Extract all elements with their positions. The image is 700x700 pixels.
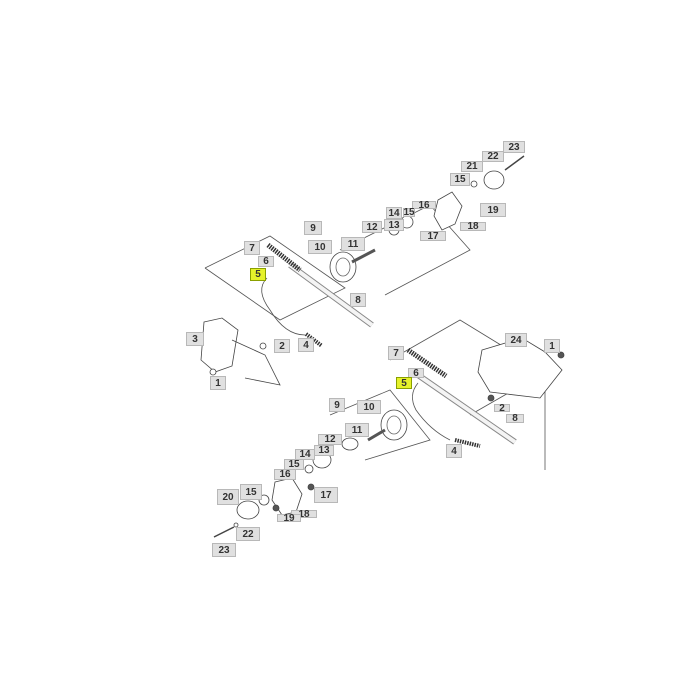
part-callout-16[interactable]: 16: [412, 200, 436, 211]
part-callout-12[interactable]: 12: [362, 221, 382, 233]
part-callout-22[interactable]: 22: [482, 151, 504, 162]
part-callout-6[interactable]: 6: [408, 368, 424, 379]
part-callout-7[interactable]: 7: [244, 241, 260, 255]
part-callout-4[interactable]: 4: [446, 444, 462, 458]
part-callout-17[interactable]: 17: [420, 231, 446, 242]
part-callout-1[interactable]: 1: [544, 339, 560, 353]
part-callout-8[interactable]: 8: [350, 293, 366, 307]
part-callout-15[interactable]: 15: [240, 484, 262, 500]
part-callout-4[interactable]: 4: [298, 338, 314, 352]
part-callout-24[interactable]: 24: [505, 333, 527, 347]
part-callout-23[interactable]: 23: [212, 543, 236, 557]
part-callout-11[interactable]: 11: [345, 423, 369, 437]
part-callout-13[interactable]: 13: [314, 445, 334, 456]
upper-assembly: [200, 155, 525, 386]
part-callout-12[interactable]: 12: [318, 434, 342, 445]
part-callout-18[interactable]: 18: [460, 221, 486, 232]
part-callout-3[interactable]: 3: [186, 332, 204, 346]
part-callout-17[interactable]: 17: [314, 487, 338, 503]
part-callout-13[interactable]: 13: [384, 219, 404, 231]
part-callout-23[interactable]: 23: [503, 141, 525, 153]
part-callout-9[interactable]: 9: [304, 221, 322, 235]
part-callout-10[interactable]: 10: [357, 400, 381, 414]
lower-assembly: [213, 319, 565, 538]
part-callout-11[interactable]: 11: [341, 237, 365, 251]
part-callout-14[interactable]: 14: [295, 449, 315, 460]
part-callout-7[interactable]: 7: [388, 346, 404, 360]
part-callout-2[interactable]: 2: [494, 403, 510, 414]
part-callout-5[interactable]: 5: [250, 268, 266, 281]
part-callout-5[interactable]: 5: [396, 377, 412, 389]
part-callout-22[interactable]: 22: [236, 527, 260, 541]
part-callout-14[interactable]: 14: [386, 207, 402, 219]
part-callout-6[interactable]: 6: [258, 256, 274, 267]
part-callout-8[interactable]: 8: [506, 413, 524, 424]
part-callout-21[interactable]: 21: [461, 161, 483, 172]
part-callout-19[interactable]: 19: [277, 513, 301, 524]
part-callout-20[interactable]: 20: [217, 489, 239, 505]
part-callout-15[interactable]: 15: [450, 173, 470, 186]
part-callout-16[interactable]: 16: [274, 469, 296, 480]
part-callout-10[interactable]: 10: [308, 240, 332, 254]
part-callout-9[interactable]: 9: [329, 398, 345, 412]
part-callout-1[interactable]: 1: [210, 376, 226, 390]
part-callout-19[interactable]: 19: [480, 203, 506, 217]
part-callout-2[interactable]: 2: [274, 339, 290, 353]
part-callout-15[interactable]: 15: [403, 207, 415, 218]
